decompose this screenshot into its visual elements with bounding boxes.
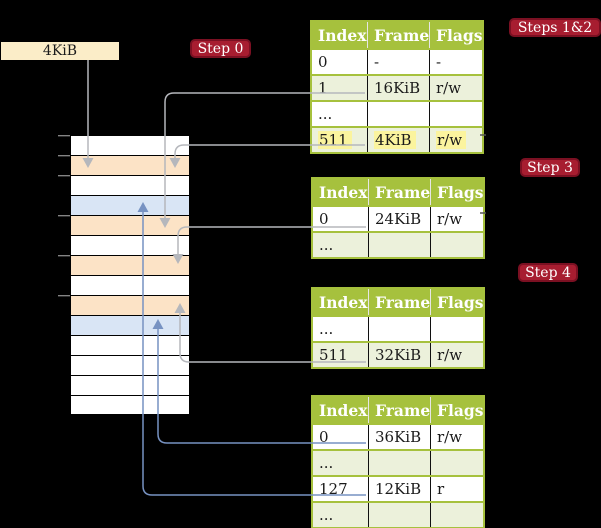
table-cell [430, 317, 483, 341]
memory-row-blue [71, 196, 189, 216]
table-cell: 0 [319, 210, 329, 228]
memory-row-white [71, 336, 189, 356]
table-cell: r/w [430, 207, 483, 231]
table-cell: 24KiB [368, 207, 430, 231]
table-header-cell: Index [319, 400, 368, 420]
table-cell: - [429, 50, 482, 74]
frame-size-label: 4KiB [1, 42, 119, 60]
table-cell [430, 451, 483, 475]
memory-row-white [71, 236, 189, 256]
table-header-cell: Flags [430, 179, 483, 205]
table-row: ... [313, 231, 483, 257]
memory-row-white [71, 276, 189, 296]
memory-row-white [71, 376, 189, 396]
table-header-cell: Index [319, 292, 368, 312]
table-cell [430, 503, 483, 527]
table-row: ... [313, 449, 483, 475]
table-header-cell: Frame [368, 289, 430, 315]
step3-badge: Step 3 [520, 158, 580, 177]
table-cell [368, 317, 430, 341]
steps12-badge: Steps 1&2 [509, 18, 601, 37]
table-cell: 12KiB [368, 477, 430, 501]
step4-badge: Step 4 [518, 263, 578, 282]
memory-stack [70, 135, 190, 415]
table-row: ... [312, 100, 482, 126]
memory-row-orange [71, 156, 189, 176]
memory-row-white [71, 356, 189, 376]
table-cell: ... [319, 506, 334, 524]
table-cell: 127 [319, 480, 348, 498]
table-header-cell: Flags [430, 397, 483, 423]
table-cell [368, 451, 430, 475]
table-cell: 4KiB [367, 128, 429, 152]
table-header-cell: Flags [430, 289, 483, 315]
memory-row-orange [71, 256, 189, 276]
table-header-cell: Frame [368, 397, 430, 423]
tick-marks [58, 135, 70, 297]
table-cell: r/w [429, 128, 482, 152]
table-cell: r/w [430, 425, 483, 449]
table-cell [429, 102, 482, 126]
table-cell: - [367, 50, 429, 74]
table-cell [367, 102, 429, 126]
table-cell: r/w [430, 343, 483, 367]
memory-row-white [71, 176, 189, 196]
table-cell: 0 [319, 428, 329, 446]
table-cell: r [430, 477, 483, 501]
table-cell: r/w [429, 76, 482, 100]
table-header-cell: Frame [367, 22, 429, 48]
table-header-cell: Index [318, 25, 367, 45]
table-cell: ... [319, 454, 334, 472]
table-cell: ... [319, 236, 334, 254]
table-header-cell: Flags [429, 22, 482, 48]
table-cell [368, 233, 430, 257]
table-header-cell: Frame [368, 179, 430, 205]
table-cell [430, 233, 483, 257]
table-cell: 511 [312, 128, 367, 152]
table-cell: 16KiB [367, 76, 429, 100]
table-row: ... [313, 501, 483, 527]
table-row: 0 -- [312, 48, 482, 74]
memory-row-white [71, 396, 189, 414]
memory-row-white [71, 136, 189, 156]
table-cell: 0 [318, 53, 328, 71]
table-cell: 32KiB [368, 343, 430, 367]
table-header-cell: Index [319, 182, 368, 202]
table-cell: 511 [319, 346, 348, 364]
step0-badge: Step 0 [190, 39, 251, 58]
memory-row-orange [71, 216, 189, 236]
memory-row-orange [71, 296, 189, 316]
table-cell: 1 [318, 79, 328, 97]
table-cell: ... [319, 320, 334, 338]
table-cell: ... [318, 105, 333, 123]
table-cell: 36KiB [368, 425, 430, 449]
memory-row-blue [71, 316, 189, 336]
table-row: ... [313, 315, 483, 341]
table-cell [368, 503, 430, 527]
